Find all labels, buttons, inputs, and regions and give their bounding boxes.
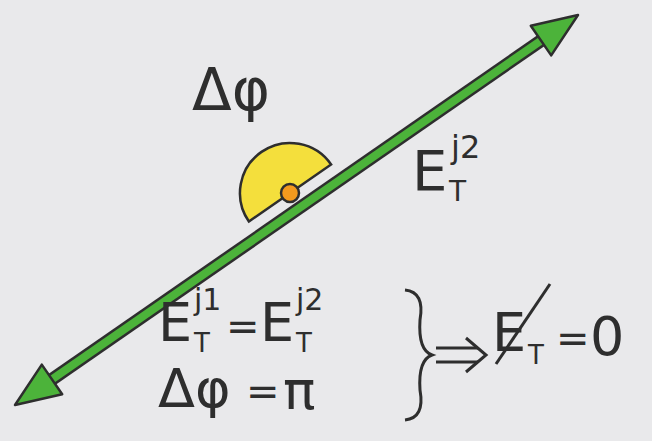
zero-value: 0 xyxy=(590,310,624,364)
superscript: j2 xyxy=(296,285,323,315)
energy-symbol: E xyxy=(412,143,447,199)
energy-symbol: E xyxy=(158,296,192,350)
equals-sign: = xyxy=(556,318,590,358)
pi-symbol: π xyxy=(283,364,316,418)
vertex-dot xyxy=(281,184,299,202)
angle-symbol: Δφ xyxy=(158,362,231,416)
angle-symbol: Δφ xyxy=(192,61,270,119)
superscript: j2 xyxy=(451,131,480,163)
jet-arrow-shaft xyxy=(50,39,543,381)
energy-symbol: E xyxy=(260,296,294,350)
energy-symbol: E xyxy=(492,306,526,360)
subscript: T xyxy=(528,342,544,368)
implies-arrow xyxy=(436,347,478,350)
superscript: j1 xyxy=(194,285,221,315)
brace xyxy=(405,290,432,420)
equals-sign: = xyxy=(246,371,280,411)
subscript: T xyxy=(194,330,210,356)
arrow-head xyxy=(531,15,578,55)
equals-sign: = xyxy=(226,306,260,346)
arrow-head xyxy=(15,365,62,405)
implies-arrow xyxy=(436,361,478,364)
implies-arrow xyxy=(466,338,486,372)
subscript: T xyxy=(449,178,466,206)
subscript: T xyxy=(296,330,312,356)
